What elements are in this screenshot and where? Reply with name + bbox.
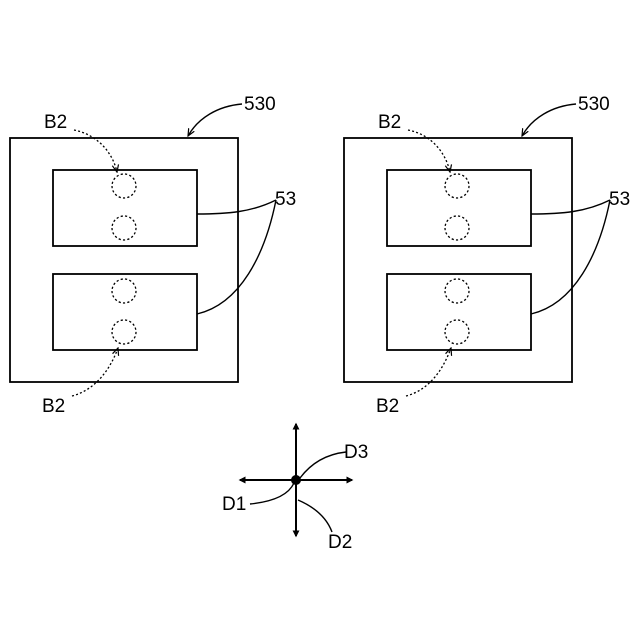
- ref-label-b2-lower: B2: [376, 396, 399, 417]
- leader-530-left: [188, 104, 242, 136]
- block-53-upper-left: [53, 170, 197, 246]
- leader-b2-lower-right: [406, 348, 451, 396]
- region-circle: [112, 279, 136, 303]
- leader-53-lower-right: [531, 200, 610, 314]
- ref-label-53: 53: [275, 189, 296, 210]
- ref-label-53: 53: [609, 189, 630, 210]
- region-circle: [445, 279, 469, 303]
- leader-b2-lower-left: [72, 348, 118, 396]
- block-53-lower-left: [53, 274, 197, 350]
- region-b2-circle: [112, 174, 136, 198]
- component-530-right: 530 53 B2 B2: [344, 94, 630, 417]
- leader-53-upper-right: [531, 200, 610, 214]
- leader-53-lower-left: [197, 200, 276, 314]
- block-53-lower-right: [387, 274, 531, 350]
- leader-53-upper-left: [197, 200, 276, 214]
- direction-label-d1: D1: [222, 494, 246, 515]
- leader-d3: [300, 452, 346, 478]
- axis-origin-dot: [291, 475, 301, 485]
- block-53-upper-right: [387, 170, 531, 246]
- ref-label-530: 530: [244, 94, 276, 115]
- outer-frame-530-left: [10, 138, 238, 382]
- leader-b2-upper-right: [408, 130, 450, 172]
- region-circle: [112, 216, 136, 240]
- region-circle: [445, 216, 469, 240]
- component-530-left: 530 53 B2 B2: [10, 94, 296, 417]
- direction-axes: D3 D1 D2: [222, 424, 368, 553]
- ref-label-b2-upper: B2: [44, 112, 67, 133]
- direction-label-d3: D3: [344, 442, 368, 463]
- direction-label-d2: D2: [328, 532, 352, 553]
- leader-b2-upper-left: [74, 130, 117, 172]
- leader-d1: [250, 483, 294, 504]
- ref-label-b2-upper: B2: [378, 112, 401, 133]
- region-b2-circle: [445, 320, 469, 344]
- ref-label-b2-lower: B2: [42, 396, 65, 417]
- region-b2-circle: [445, 174, 469, 198]
- ref-label-530: 530: [578, 94, 610, 115]
- leader-530-right: [522, 104, 576, 136]
- region-b2-circle: [112, 320, 136, 344]
- leader-d2: [298, 500, 332, 532]
